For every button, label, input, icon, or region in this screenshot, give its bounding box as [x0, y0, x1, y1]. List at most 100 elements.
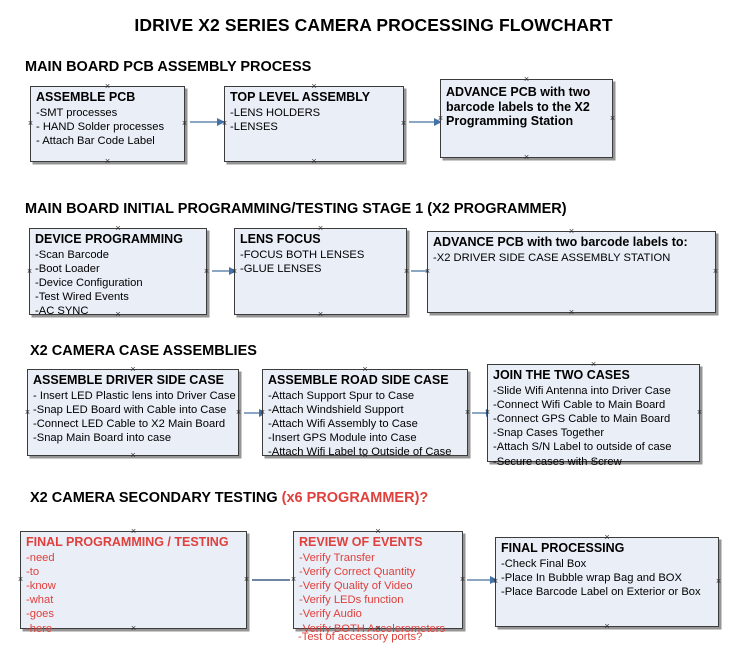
connector-handle-top[interactable]: × — [362, 364, 368, 374]
section-heading-1: MAIN BOARD PCB ASSEMBLY PROCESS — [25, 59, 311, 75]
section-heading-1-text: MAIN BOARD PCB ASSEMBLY PROCESS — [25, 59, 312, 75]
box-join-the-two-cases[interactable]: JOIN THE TWO CASES -Slide Wifi Antenna i… — [485, 359, 703, 468]
connector-handle-top[interactable]: × — [375, 526, 381, 536]
box-final-processing[interactable]: FINAL PROCESSING -Check Final Box -Place… — [493, 532, 722, 631]
box-assemble-driver-side-case-line-3: -Connect LED Cable to X2 Main Board — [33, 417, 226, 430]
connector-handle-bottom[interactable]: × — [523, 152, 530, 162]
box-final-processing-line-2: -Place In Bubble wrap Bag and BOX — [501, 571, 682, 584]
box-top-level-assembly[interactable]: TOP LEVEL ASSEMBLY -LENS HOLDERS -LENSES… — [222, 81, 407, 166]
connector-handle-top[interactable]: × — [104, 81, 111, 91]
box-join-the-two-cases-line-4: -Snap Cases Together — [493, 427, 605, 440]
box-top-level-assembly-line-1: -LENS HOLDERS — [230, 106, 321, 119]
connector-handle-top[interactable]: × — [311, 81, 317, 91]
connector-handle-left[interactable]: × — [27, 118, 34, 128]
connector-handle-top[interactable]: × — [568, 226, 575, 236]
box-device-programming-line-1: -Scan Barcode — [35, 248, 110, 261]
box-lens-focus-title: LENS FOCUS — [240, 232, 321, 246]
section-heading-2-text: MAIN BOARD INITIAL PROGRAMMING/TESTING S… — [25, 201, 567, 217]
connector-handle-top[interactable]: × — [590, 359, 597, 369]
connector-handle-right[interactable]: × — [696, 407, 703, 417]
connector-handle-bottom[interactable]: × — [104, 156, 111, 166]
box-final-programming-testing[interactable]: FINAL PROGRAMMING / TESTING -need -to -k… — [17, 526, 250, 635]
box-join-the-two-cases-title: JOIN THE TWO CASES — [493, 368, 630, 382]
connector-handle-right[interactable]: × — [243, 574, 250, 584]
box-device-programming-line-2: -Boot Loader — [35, 262, 100, 275]
box-advance-pcb-driver-case[interactable]: ADVANCE PCB with two barcode labels to: … — [425, 226, 719, 317]
connector-pcb-to-top-level — [190, 118, 225, 126]
connector-handle-right[interactable]: × — [203, 265, 210, 276]
connector-handle-top[interactable]: × — [130, 364, 136, 374]
box-device-programming-line-3: -Device Configuration — [35, 276, 143, 289]
box-final-programming-testing-title: FINAL PROGRAMMING / TESTING — [26, 535, 229, 549]
connector-handle-bottom[interactable]: × — [604, 621, 610, 631]
connector-handle-right[interactable]: × — [609, 112, 616, 123]
connector-handle-right[interactable]: × — [235, 406, 242, 417]
box-assemble-road-side-case-line-4: -Insert GPS Module into Case — [268, 432, 417, 445]
connector-road-case-to-join-cases — [472, 409, 494, 417]
connector-handle-bottom[interactable]: × — [130, 450, 136, 460]
connector-handle-right[interactable]: × — [181, 118, 188, 128]
box-assemble-driver-side-case[interactable]: ASSEMBLE DRIVER SIDE CASE - Insert LED P… — [24, 364, 242, 460]
box-review-of-events-line-6: -Verify BOTH Accelerometers — [299, 622, 446, 635]
box-lens-focus-line-1: -FOCUS BOTH LENSES — [240, 248, 365, 261]
connector-handle-right[interactable]: × — [403, 265, 410, 276]
connector-handle-left[interactable]: × — [26, 265, 33, 276]
section-heading-4: X2 CAMERA SECONDARY TESTING (x6 PROGRAMM… — [30, 490, 428, 506]
box-review-of-events[interactable]: REVIEW OF EVENTS -Verify Transfer -Verif… — [290, 526, 466, 635]
box-assemble-pcb-line-3: - Attach Bar Code Label — [36, 134, 155, 147]
box-assemble-driver-side-case-line-2: -Snap LED Board with Cable into Case — [33, 403, 227, 416]
box-top-level-assembly-line-2: -LENSES — [230, 120, 278, 133]
connector-final-programming-to-review — [252, 579, 290, 581]
box-lens-focus-line-2: -GLUE LENSES — [240, 262, 322, 275]
connector-handle-right[interactable]: × — [400, 118, 407, 128]
box-review-of-events-line-4: -Verify LEDs function — [299, 594, 404, 607]
arrow-head-icon — [217, 118, 225, 126]
connector-handle-top[interactable]: × — [317, 223, 324, 233]
box-assemble-road-side-case[interactable]: ASSEMBLE ROAD SIDE CASE -Attach Support … — [260, 364, 471, 460]
box-review-of-events-line-1: -Verify Transfer — [299, 551, 375, 564]
box-final-programming-testing-line-3: -know — [26, 579, 56, 592]
connector-handle-top[interactable]: × — [115, 223, 121, 233]
box-final-processing-line-3: -Place Barcode Label on Exterior or Box — [501, 585, 701, 598]
connector-handle-left[interactable]: × — [24, 406, 31, 417]
arrow-head-icon — [490, 576, 498, 584]
connector-handle-right[interactable]: × — [464, 406, 471, 417]
box-review-of-events-overflow-line: -Test of accessory ports? — [298, 631, 423, 643]
box-advance-pcb-station[interactable]: ADVANCE PCB with two barcode labels to t… — [438, 74, 616, 162]
box-assemble-driver-side-case-title: ASSEMBLE DRIVER SIDE CASE — [33, 373, 225, 387]
arrow-head-icon — [229, 267, 237, 275]
connector-top-level-to-advance — [409, 118, 442, 126]
connector-handle-top[interactable]: × — [130, 526, 137, 536]
connector-review-to-final-processing — [467, 576, 498, 584]
box-device-programming-title: DEVICE PROGRAMMING — [35, 232, 183, 246]
page-title: IDRIVE X2 SERIES CAMERA PROCESSING FLOWC… — [134, 15, 613, 35]
box-assemble-pcb-title: ASSEMBLE PCB — [36, 90, 136, 104]
section-heading-3-text: X2 CAMERA CASE ASSEMBLIES — [30, 343, 257, 359]
box-final-programming-testing-line-5: -goes — [26, 608, 54, 621]
box-review-of-events-title: REVIEW OF EVENTS — [299, 535, 423, 549]
box-final-processing-line-1: -Check Final Box — [501, 557, 587, 570]
connector-handle-right[interactable]: × — [459, 574, 466, 584]
box-assemble-pcb[interactable]: ASSEMBLE PCB -SMT processes - HAND Solde… — [27, 81, 188, 166]
connector-handle-top[interactable]: × — [523, 74, 530, 84]
connector-handle-left[interactable]: × — [17, 574, 24, 584]
box-join-the-two-cases-line-1: -Slide Wifi Antenna into Driver Case — [493, 384, 671, 397]
connector-handle-right[interactable]: × — [715, 576, 722, 586]
box-advance-pcb-station-title: ADVANCE PCB with two barcode labels to t… — [446, 85, 591, 128]
arrow-head-icon — [434, 118, 442, 126]
connector-handle-left[interactable]: × — [290, 574, 297, 584]
box-assemble-driver-side-case-line-1: - Insert LED Plastic lens into Driver Ca… — [33, 389, 236, 402]
connector-handle-bottom[interactable]: × — [311, 156, 317, 166]
box-join-the-two-cases-line-2: -Connect Wifi Cable to Main Board — [493, 398, 666, 411]
connector-handle-bottom[interactable]: × — [317, 309, 324, 319]
box-lens-focus[interactable]: LENS FOCUS -FOCUS BOTH LENSES -GLUE LENS… — [232, 223, 410, 319]
section-heading-2: MAIN BOARD INITIAL PROGRAMMING/TESTING S… — [25, 201, 567, 217]
box-device-programming-line-4: -Test Wired Events — [35, 291, 129, 304]
connector-device-to-lens-focus — [212, 267, 237, 275]
connector-handle-right[interactable]: × — [712, 266, 719, 276]
box-device-programming[interactable]: DEVICE PROGRAMMING -Scan Barcode -Boot L… — [26, 223, 210, 319]
connector-handle-top[interactable]: × — [604, 532, 610, 542]
connector-handle-bottom[interactable]: × — [568, 307, 575, 317]
box-final-programming-testing-line-1: -need — [26, 551, 55, 564]
section-heading-4-accent: (x6 PROGRAMMER)? — [281, 490, 429, 506]
